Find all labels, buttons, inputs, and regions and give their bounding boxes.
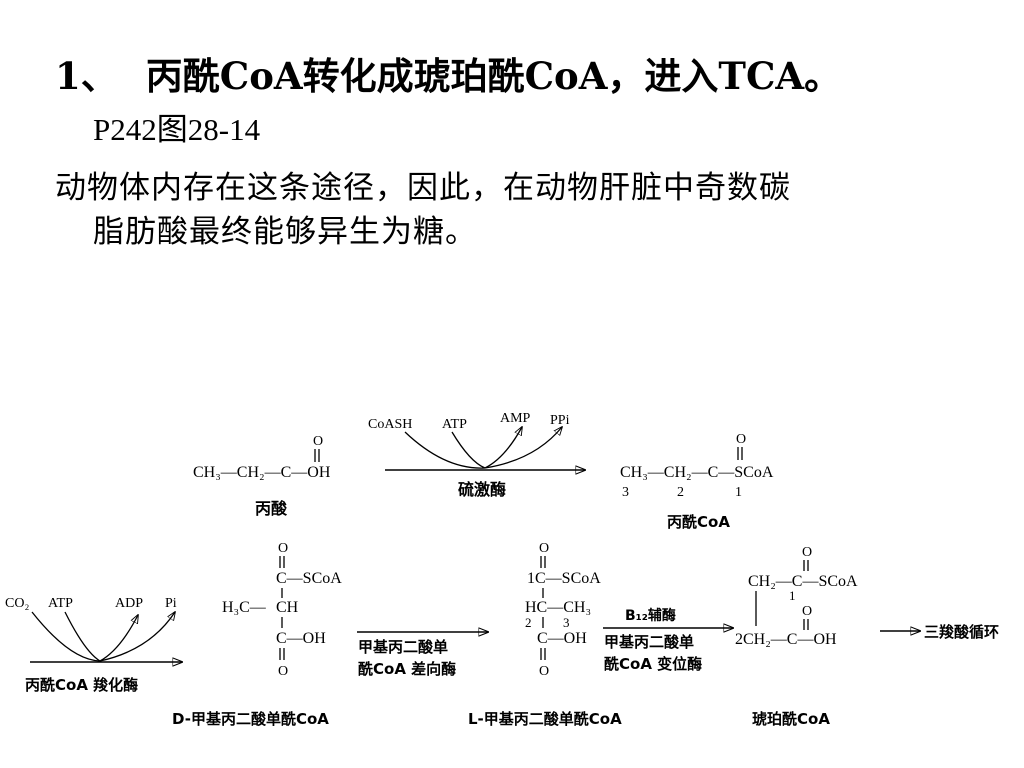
- succinyl-top: CH₂—C—SCoA: [748, 573, 858, 590]
- carboxylase-reaction: CO₂ ATP ADP Pi 丙酰CoA 羧化酶: [5, 596, 182, 694]
- svg-text:1: 1: [789, 588, 796, 603]
- cofactor-ppi: PPi: [550, 413, 570, 428]
- d-top-group: C—SCoA: [276, 570, 342, 587]
- tca-entry: 三羧酸循环: [880, 623, 999, 641]
- enzyme-mutase-line2: 酰CoA 变位酶: [604, 655, 702, 673]
- enzyme-epimerase-line1: 甲基丙二酸单: [358, 638, 448, 656]
- succinyl-bottom: 2CH₂—C—OH: [735, 631, 837, 648]
- body-line-2: 脂肪酸最终能够异生为糖。: [93, 214, 477, 250]
- d-bottom-group: C—OH: [276, 630, 326, 647]
- svg-text:O: O: [802, 604, 812, 619]
- svg-text:2: 2: [525, 615, 532, 630]
- epimerase-reaction: 甲基丙二酸单 酰CoA 差向酶: [357, 632, 488, 678]
- mutase-reaction: B₁₂辅酶 甲基丙二酸单 酰CoA 变位酶: [603, 607, 733, 673]
- svg-text:O: O: [539, 541, 549, 556]
- succinyl-coa-structure: O CH₂—C—SCoA 1 O 2CH₂—C—OH 琥珀酰CoA: [735, 545, 858, 728]
- l-c3: C—OH: [537, 630, 587, 647]
- d-methylmalonyl-coa-name: D-甲基丙二酸单酰CoA: [172, 710, 329, 728]
- thiokinase-reaction: CoASH ATP AMP PPi 硫激酶: [368, 411, 585, 499]
- svg-text:O: O: [539, 664, 549, 679]
- propionyl-coa-structure: O CH₃—CH₂—C—SCoA 3 2 1 丙酰CoA: [620, 432, 774, 531]
- propionyl-coa-formula: CH₃—CH₂—C—SCoA: [620, 464, 774, 481]
- d-methylmalonyl-coa-structure: O C—SCoA H₃C— CH C—OH O D-甲基丙二酸单酰CoA: [172, 541, 342, 728]
- enzyme-epimerase-line2: 酰CoA 差向酶: [358, 660, 456, 678]
- enzyme-carboxylase: 丙酰CoA 羧化酶: [25, 676, 138, 694]
- cofactor-coash: CoASH: [368, 417, 412, 432]
- svg-text:3: 3: [563, 615, 570, 630]
- propionyl-coa-name: 丙酰CoA: [667, 513, 730, 531]
- tca-cycle-label: 三羧酸循环: [924, 623, 999, 641]
- title-text: 丙酰CoA转化成琥珀酰CoA，进入TCA。: [145, 54, 842, 98]
- cofactor-b12: B₁₂辅酶: [625, 607, 676, 624]
- d-methyl: H₃C—: [222, 599, 267, 616]
- enzyme-thiokinase: 硫激酶: [458, 480, 506, 499]
- svg-text:O: O: [802, 545, 812, 560]
- propionate-name: 丙酸: [255, 499, 288, 518]
- cofactor-amp: AMP: [500, 411, 531, 426]
- carbon-number-3: 3: [622, 485, 629, 500]
- l-methylmalonyl-coa-structure: O 1C—SCoA HC—CH₃ 2 3 C—OH O L-甲基丙二酸单酰CoA: [468, 541, 622, 728]
- slide-title: 1、丙酰CoA转化成琥珀酰CoA，进入TCA。: [55, 46, 841, 100]
- propionate-structure: O CH₃—CH₂—C—OH 丙酸: [193, 434, 331, 518]
- cofactor-atp-2: ATP: [48, 596, 73, 611]
- propionyl-coa-oxygen: O: [736, 432, 746, 447]
- l-c1: 1C—SCoA: [527, 570, 601, 587]
- carbon-number-2: 2: [677, 485, 684, 500]
- cofactor-co2: CO₂: [5, 596, 29, 611]
- cofactor-pi: Pi: [165, 596, 177, 611]
- cofactor-adp: ADP: [115, 596, 143, 611]
- propionate-formula: CH₃—CH₂—C—OH: [193, 464, 331, 481]
- title-number: 1、: [55, 54, 118, 98]
- l-c2: HC—CH₃: [525, 599, 591, 616]
- carbon-number-1: 1: [735, 485, 742, 500]
- svg-text:O: O: [278, 541, 288, 556]
- succinyl-coa-name: 琥珀酰CoA: [752, 710, 830, 728]
- figure-reference: P242图28-14: [93, 112, 261, 147]
- svg-text:O: O: [278, 664, 288, 679]
- propionate-oxygen: O: [313, 434, 323, 449]
- enzyme-mutase-line1: 甲基丙二酸单: [604, 633, 694, 651]
- body-line-1: 动物体内存在这条途径，因此，在动物肝脏中奇数碳: [55, 170, 791, 206]
- d-ch: CH: [276, 599, 299, 616]
- l-methylmalonyl-coa-name: L-甲基丙二酸单酰CoA: [468, 710, 622, 728]
- cofactor-atp-1: ATP: [442, 417, 467, 432]
